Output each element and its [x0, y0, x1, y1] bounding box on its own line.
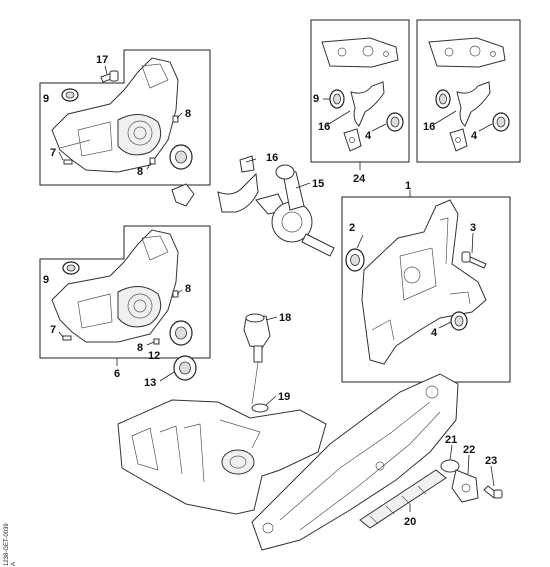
crankcase-half-top-frame — [39, 49, 211, 186]
callout-7-bottom: 7 — [50, 324, 56, 336]
callout-4-assembly: 4 — [431, 327, 438, 339]
drawing-code: 1238-GET-0039 — [4, 523, 10, 566]
callout-9-bottom: 9 — [43, 274, 49, 286]
callout-16-kit-left: 16 — [318, 121, 330, 133]
callout-19: 19 — [278, 391, 290, 403]
callout-2: 2 — [349, 222, 355, 234]
callout-8-top-b: 8 — [137, 166, 143, 178]
callout-12: 12 — [148, 350, 160, 362]
hose-19-drawing — [251, 403, 269, 413]
callout-13: 13 — [144, 377, 156, 389]
crankcase-assembly-1-frame — [341, 196, 511, 383]
callout-24: 24 — [353, 173, 366, 185]
engine-housing-drawing — [117, 373, 459, 551]
callout-8-top-a: 8 — [185, 108, 191, 120]
callout-16-loose: 16 — [266, 152, 278, 164]
callout-8-bottom-a: 8 — [185, 283, 191, 295]
callout-3: 3 — [470, 222, 476, 234]
crankshaft-15-drawing — [255, 164, 335, 257]
callout-4-kit-left: 4 — [365, 130, 372, 142]
gasket-16-drawing — [217, 172, 259, 213]
callout-23: 23 — [485, 455, 497, 467]
callout-7-top: 7 — [50, 147, 56, 159]
oil-pump-18-drawing — [243, 313, 271, 405]
callout-8-bottom-b: 8 — [137, 342, 143, 354]
callout-9-kit: 9 — [313, 93, 319, 105]
chain-tensioner-drawing — [359, 459, 503, 529]
gasket-kit-frame-right — [416, 19, 521, 163]
crankcase-half-bottom-frame — [39, 225, 211, 359]
callout-9-top: 9 — [43, 93, 49, 105]
callout-15: 15 — [312, 178, 324, 190]
callout-4-kit-right: 4 — [471, 130, 478, 142]
callout-17: 17 — [96, 54, 108, 66]
bracket-drawing — [171, 183, 195, 207]
callout-20: 20 — [404, 516, 416, 528]
callout-21: 21 — [445, 434, 457, 446]
gasket-kit-frame-left — [310, 19, 410, 163]
drawing-code-suffix: A — [11, 562, 17, 566]
callout-1: 1 — [405, 180, 411, 192]
callout-16-kit-right: 16 — [423, 121, 435, 133]
callout-6: 6 — [114, 368, 120, 380]
callout-22: 22 — [463, 444, 475, 456]
callout-18: 18 — [279, 312, 291, 324]
